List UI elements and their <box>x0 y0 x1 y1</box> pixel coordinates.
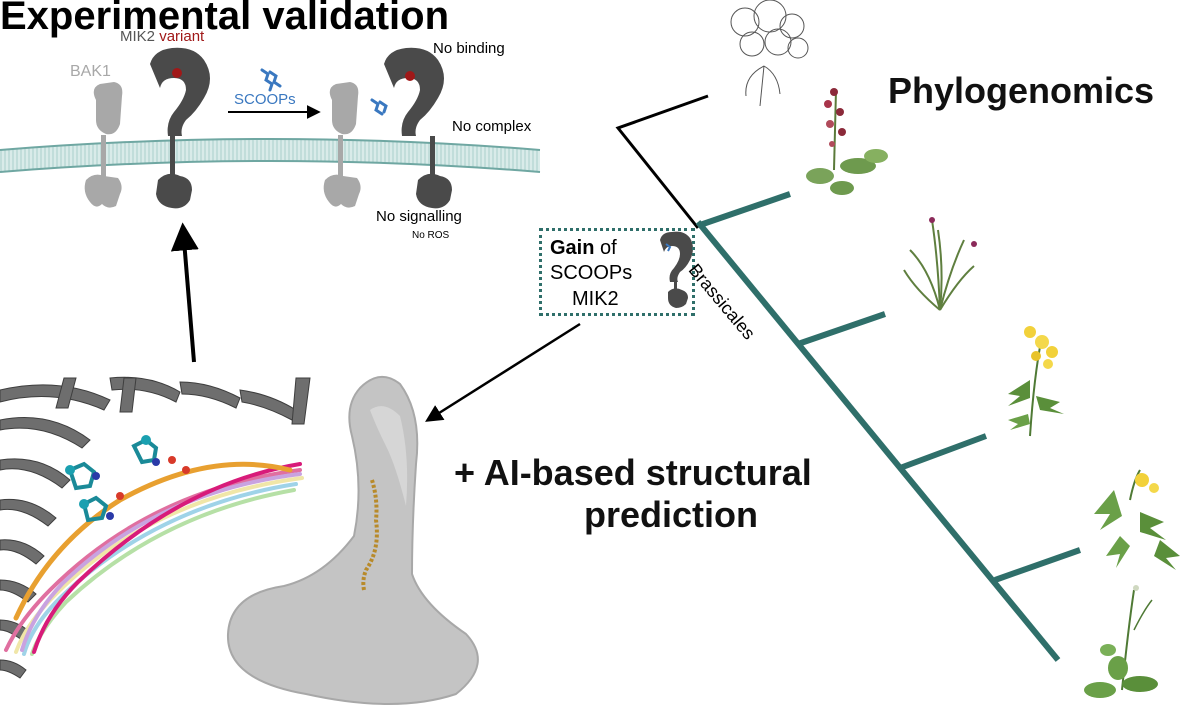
gain-mik2-line: MIK2 <box>572 288 619 310</box>
protein-ribbon-structure <box>0 376 311 679</box>
no-complex-text: No complex <box>452 118 532 135</box>
plant-illustration-rosette-yellow <box>1094 469 1180 570</box>
mik2-variant-receptor-left <box>150 47 210 209</box>
mik2-icon <box>660 231 693 308</box>
prediction-arrow <box>425 322 581 422</box>
bak1-receptor-left <box>84 82 123 208</box>
panel-title: Experimental validation <box>0 0 450 38</box>
bak1-label: BAK1 <box>70 63 111 80</box>
no-ros-text: No ROS <box>412 230 450 241</box>
plant-illustration-arabidopsis <box>1084 585 1158 698</box>
plant-illustration-grassy <box>903 217 977 311</box>
bak1-receptor-right <box>323 82 361 208</box>
no-binding-text: No binding <box>433 40 505 57</box>
validation-arrow <box>170 222 199 363</box>
mik2-variant-receptor-right <box>384 47 452 209</box>
ai-prediction-line1: + AI-based structural <box>454 452 812 493</box>
ai-prediction-line2: prediction <box>584 494 759 535</box>
cell-membrane <box>0 138 541 173</box>
gain-bold: Gain <box>550 237 595 259</box>
mik2-label: MIK2 <box>120 28 156 45</box>
variant-site-marker <box>172 68 182 78</box>
gain-of-line: Gain of <box>550 237 617 260</box>
plant-illustration-yellow-flowers <box>1008 326 1064 437</box>
scoops-peptide-icon-right <box>370 98 388 116</box>
of-word: of <box>600 237 617 259</box>
plant-illustration-ancestral <box>730 0 809 107</box>
phylogenetic-tree <box>615 94 1081 662</box>
gain-of-scoops-box: Gain of SCOOPs MIK2 <box>539 228 695 316</box>
scoops-label: SCOOPs <box>234 91 296 108</box>
phylogenomics-heading: Phylogenomics <box>888 70 1155 111</box>
no-signalling-text: No signalling <box>376 208 462 225</box>
protein-surface-structure <box>226 376 479 705</box>
gain-scoops-line: SCOOPs <box>550 262 633 284</box>
mik2-variant-label: MIK2 variant <box>120 28 204 45</box>
variant-label: variant <box>159 28 205 45</box>
scoops-peptide-icon <box>260 68 282 92</box>
plant-illustration-red-flowers <box>806 88 888 195</box>
